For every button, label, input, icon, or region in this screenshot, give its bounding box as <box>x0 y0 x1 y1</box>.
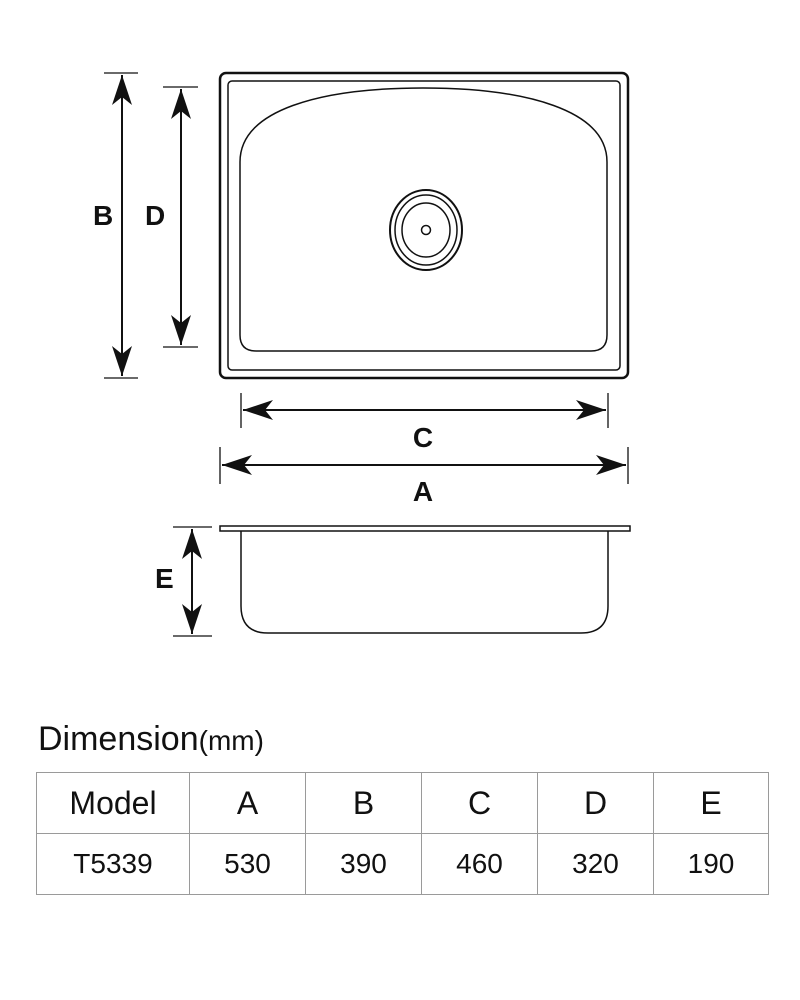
sink-side-view <box>219 525 631 634</box>
sink-side-flange <box>219 525 631 532</box>
cell-a: 530 <box>189 833 306 895</box>
cell-model: T5339 <box>36 833 190 895</box>
cell-c: 460 <box>421 833 538 895</box>
drain-icon <box>389 189 463 271</box>
dimension-c <box>240 393 609 428</box>
cell-d: 320 <box>537 833 654 895</box>
dimension-a <box>219 447 629 484</box>
header-c: C <box>421 772 538 834</box>
sink-bowl-outline <box>239 87 608 352</box>
header-b: B <box>305 772 422 834</box>
table-header-row: Model A B C D E <box>36 772 769 834</box>
dimension-title: Dimension(mm) <box>38 720 264 759</box>
label-c: C <box>413 422 433 453</box>
sink-top-view <box>218 71 630 380</box>
sink-outer-rim <box>218 71 630 380</box>
dimension-d <box>163 86 198 348</box>
header-e: E <box>653 772 769 834</box>
sink-side-bowl <box>240 531 609 634</box>
header-model: Model <box>36 772 190 834</box>
dimension-b <box>104 72 138 379</box>
dimension-e <box>173 526 212 637</box>
label-d: D <box>145 200 165 231</box>
cell-b: 390 <box>305 833 422 895</box>
label-a: A <box>413 476 433 507</box>
cell-e: 190 <box>653 833 769 895</box>
dimension-title-text: Dimension <box>38 720 199 758</box>
label-e: E <box>155 563 174 594</box>
sink-inner-rim <box>227 80 621 371</box>
header-d: D <box>537 772 654 834</box>
sink-technical-drawing: B D C A E <box>93 71 631 637</box>
table-row: T5339 530 390 460 320 190 <box>36 833 769 895</box>
header-a: A <box>189 772 306 834</box>
dimension-unit: (mm) <box>198 725 264 756</box>
dimension-table: Model A B C D E T5339 530 390 460 320 19… <box>36 772 769 895</box>
label-b: B <box>93 200 113 231</box>
